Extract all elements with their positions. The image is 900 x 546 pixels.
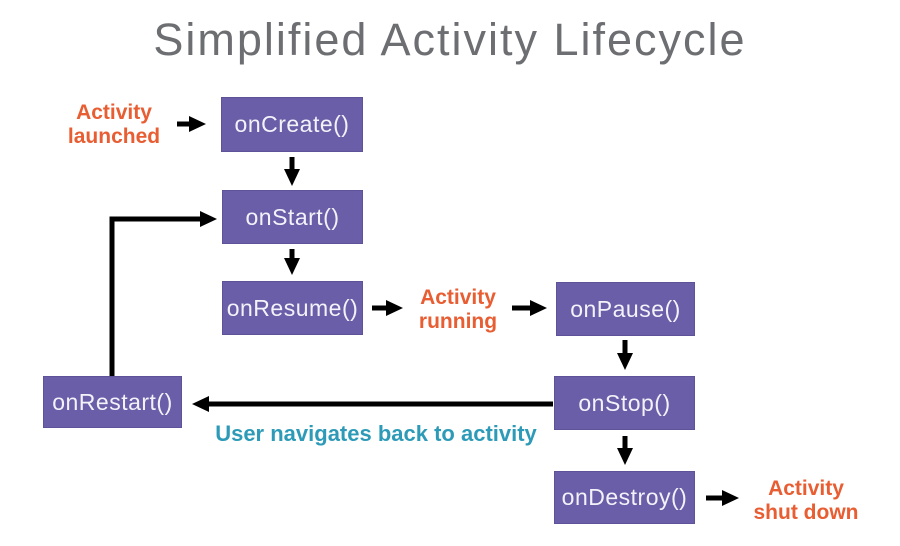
label-activity-shutdown-line1: Activity xyxy=(768,477,844,500)
node-oncreate: onCreate() xyxy=(221,97,363,152)
node-onstop: onStop() xyxy=(554,376,695,430)
label-activity-shutdown-line2: shut down xyxy=(753,501,859,524)
arrow-onrestart-to-onstart xyxy=(109,211,217,377)
node-onresume-label: onResume() xyxy=(226,294,359,321)
node-onrestart-label: onRestart() xyxy=(52,388,173,415)
label-activity-running: Activity running xyxy=(398,286,518,334)
label-activity-launched-line2: launched xyxy=(67,125,161,148)
node-ondestroy-label: onDestroy() xyxy=(561,484,688,510)
page-title: Simplified Activity Lifecycle xyxy=(153,14,747,65)
label-activity-running-line1: Activity xyxy=(420,286,496,309)
node-onstop-label: onStop() xyxy=(578,389,671,416)
node-onstart-label: onStart() xyxy=(245,203,340,230)
label-activity-running-line2: running xyxy=(418,310,498,333)
node-onpause-label: onPause() xyxy=(570,295,681,322)
label-activity-launched: Activity launched xyxy=(44,101,184,149)
label-activity-shutdown: Activity shut down xyxy=(731,477,881,525)
label-user-navigates-back: User navigates back to activity xyxy=(215,421,537,446)
node-onpause: onPause() xyxy=(556,282,695,336)
node-oncreate-label: onCreate() xyxy=(234,111,350,137)
node-onrestart: onRestart() xyxy=(43,376,182,428)
node-ondestroy: onDestroy() xyxy=(554,471,695,524)
node-onresume: onResume() xyxy=(222,281,363,335)
label-activity-launched-line1: Activity xyxy=(76,101,152,124)
node-onstart: onStart() xyxy=(222,190,363,244)
